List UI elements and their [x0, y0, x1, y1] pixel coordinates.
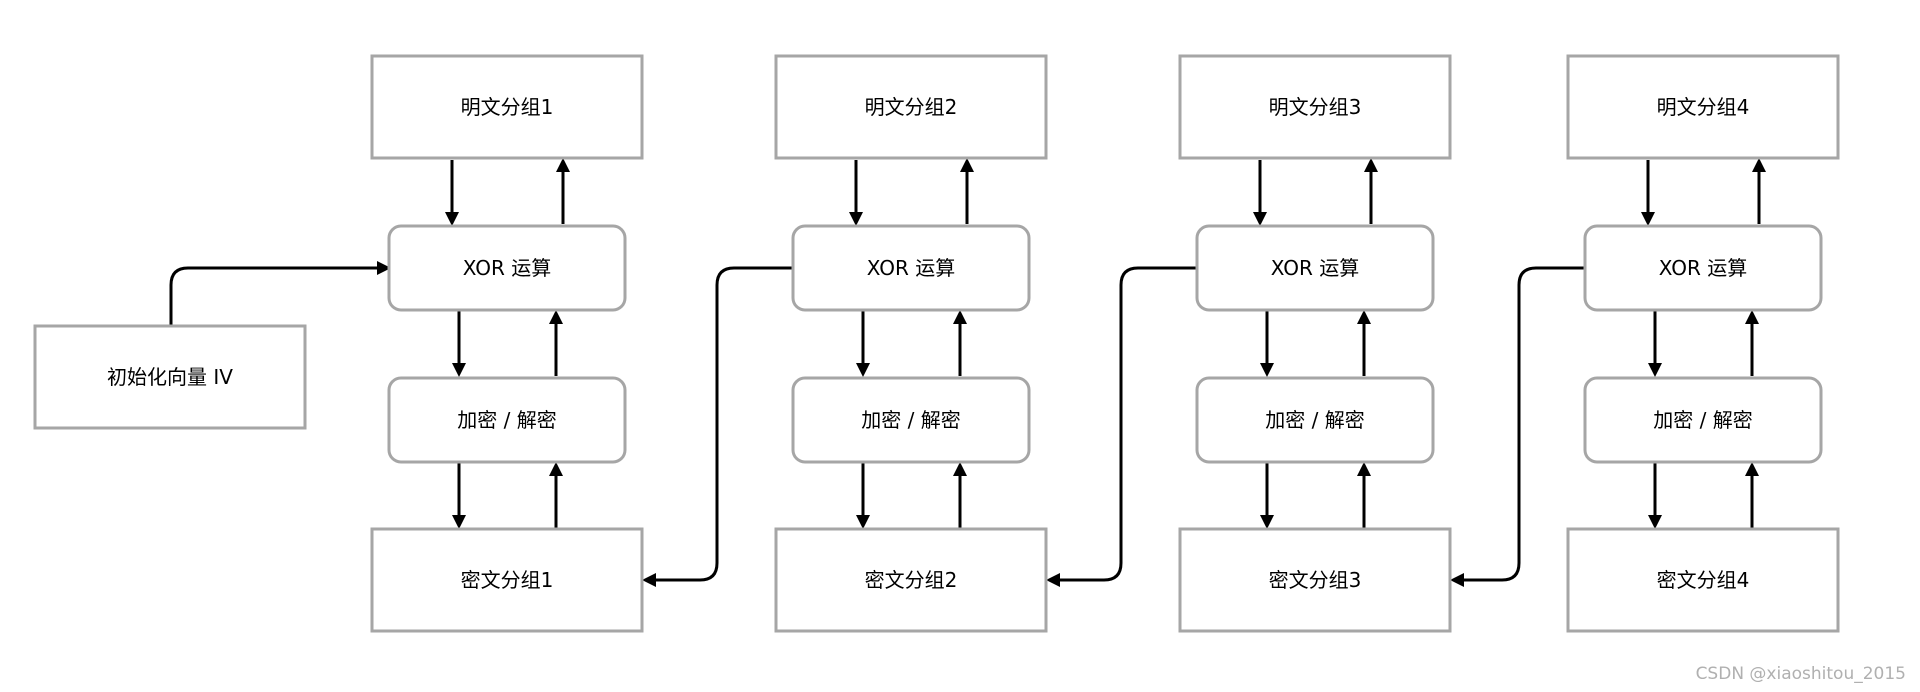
cipher-op-node-1: 加密 / 解密: [387, 376, 627, 464]
col3-xor-to-plain-arrowhead: [1364, 158, 1378, 172]
xor4-to-cipher3-arrowhead: [1450, 573, 1464, 587]
column-1: 明文分组1 XOR 运算 加密 / 解密 密文分组1: [370, 54, 644, 633]
xor3-to-cipher2-arrowhead: [1046, 573, 1060, 587]
xor-node-2: XOR 运算: [791, 224, 1031, 312]
xor4-to-cipher3-arrow: [1463, 266, 1585, 582]
col2-cipher-to-enc-arrowhead: [953, 462, 967, 476]
cipher-op-node-4: 加密 / 解密: [1583, 376, 1823, 464]
col4-cipher-to-enc-arrowhead: [1745, 462, 1759, 476]
plaintext-block-2: 明文分组2: [774, 54, 1048, 160]
ciphertext-block-3: 密文分组3: [1178, 527, 1452, 633]
col3-xor-to-enc-arrowhead: [1260, 363, 1274, 377]
xor3-to-cipher2-arrow: [1059, 266, 1197, 582]
plaintext-block-1-label: 明文分组1: [461, 95, 554, 119]
xor2-to-cipher1-arrow: [655, 266, 792, 582]
col4-xor-to-enc-arrowhead: [1648, 363, 1662, 377]
watermark: CSDN @xiaoshitou_2015: [1696, 664, 1906, 684]
cipher-op-node-3: 加密 / 解密: [1195, 376, 1435, 464]
iv-node: 初始化向量 IV: [33, 324, 307, 430]
col2-plain-to-xor-arrowhead: [849, 212, 863, 226]
col1-xor-to-enc-arrowhead: [452, 363, 466, 377]
column-4: 明文分组4 XOR 运算 加密 / 解密 密文分组4: [1566, 54, 1840, 633]
col4-plain-to-xor-arrowhead: [1641, 212, 1655, 226]
ciphertext-block-4: 密文分组4: [1566, 527, 1840, 633]
col4-xor-to-plain-arrowhead: [1752, 158, 1766, 172]
col3-cipher-to-enc-arrowhead: [1357, 462, 1371, 476]
plaintext-block-4-label: 明文分组4: [1657, 95, 1750, 119]
col3-plain-to-xor-arrowhead: [1253, 212, 1267, 226]
col4-enc-to-xor-arrowhead: [1745, 310, 1759, 324]
xor-node-1: XOR 运算: [387, 224, 627, 312]
iv-to-xor1-arrow: [169, 266, 378, 326]
xor-node-2-label: XOR 运算: [867, 256, 955, 280]
col1-xor-to-plain-arrowhead: [556, 158, 570, 172]
xor-node-4: XOR 运算: [1583, 224, 1823, 312]
cipher-op-node-3-label: 加密 / 解密: [1265, 408, 1364, 432]
column-3: 明文分组3 XOR 运算 加密 / 解密 密文分组3: [1178, 54, 1452, 633]
col2-xor-to-plain-arrowhead: [960, 158, 974, 172]
xor-node-3-label: XOR 运算: [1271, 256, 1359, 280]
col1-cipher-to-enc-arrowhead: [549, 462, 563, 476]
cipher-op-node-1-label: 加密 / 解密: [457, 408, 556, 432]
col4-enc-to-cipher-arrowhead: [1648, 515, 1662, 529]
plaintext-block-3-label: 明文分组3: [1269, 95, 1362, 119]
ciphertext-block-2-label: 密文分组2: [865, 568, 958, 592]
iv-label: 初始化向量 IV: [107, 365, 233, 389]
col1-enc-to-xor-arrowhead: [549, 310, 563, 324]
plaintext-block-1: 明文分组1: [370, 54, 644, 160]
xor-node-4-label: XOR 运算: [1659, 256, 1747, 280]
xor2-to-cipher1-arrowhead: [642, 573, 656, 587]
ciphertext-block-1: 密文分组1: [370, 527, 644, 633]
col2-enc-to-xor-arrowhead: [953, 310, 967, 324]
col3-enc-to-cipher-arrowhead: [1260, 515, 1274, 529]
col2-xor-to-enc-arrowhead: [856, 363, 870, 377]
xor-node-3: XOR 运算: [1195, 224, 1435, 312]
plaintext-block-3: 明文分组3: [1178, 54, 1452, 160]
cipher-op-node-2: 加密 / 解密: [791, 376, 1031, 464]
column-2: 明文分组2 XOR 运算 加密 / 解密 密文分组2: [774, 54, 1048, 633]
col3-enc-to-xor-arrowhead: [1357, 310, 1371, 324]
plaintext-block-4: 明文分组4: [1566, 54, 1840, 160]
xor-node-1-label: XOR 运算: [463, 256, 551, 280]
plaintext-block-2-label: 明文分组2: [865, 95, 958, 119]
cipher-op-node-4-label: 加密 / 解密: [1653, 408, 1752, 432]
ciphertext-block-3-label: 密文分组3: [1269, 568, 1362, 592]
col2-enc-to-cipher-arrowhead: [856, 515, 870, 529]
connectors: [169, 158, 1766, 587]
col1-enc-to-cipher-arrowhead: [452, 515, 466, 529]
col1-plain-to-xor-arrowhead: [445, 212, 459, 226]
cipher-op-node-2-label: 加密 / 解密: [861, 408, 960, 432]
iv-to-xor1-arrowhead: [377, 261, 391, 275]
ciphertext-block-2: 密文分组2: [774, 527, 1048, 633]
ciphertext-block-4-label: 密文分组4: [1657, 568, 1750, 592]
ciphertext-block-1-label: 密文分组1: [461, 568, 554, 592]
